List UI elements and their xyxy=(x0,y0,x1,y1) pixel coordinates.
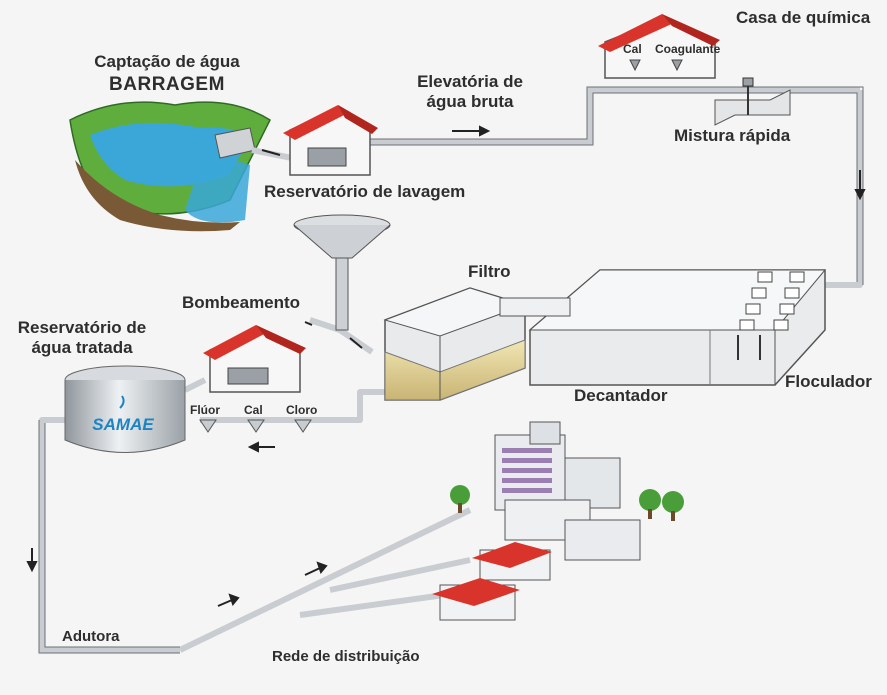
intake-label-line1: Captação de água xyxy=(94,52,240,71)
pumping-house xyxy=(203,325,306,393)
treated-reservoir-label-line2: água tratada xyxy=(31,338,133,357)
fluor-label: Flúor xyxy=(190,403,220,417)
main-pipeline-label: Adutora xyxy=(62,628,120,645)
treated-reservoir-label-line1: Reservatório de xyxy=(17,318,147,337)
svg-text:SAMAE: SAMAE xyxy=(92,415,154,434)
pumping-label: Bombeamento xyxy=(182,293,301,312)
distribution-network-label: Rede de distribuição xyxy=(272,648,420,665)
chemical-house-label: Casa de química xyxy=(736,8,871,27)
flow-arrows xyxy=(26,125,866,607)
coagulant-label: Coagulante xyxy=(655,42,721,56)
settling-flocculation-unit xyxy=(499,269,827,386)
raw-water-pump-label-line1: Elevatória de xyxy=(417,72,523,91)
cal-bottom-label: Cal xyxy=(244,403,263,417)
rapid-mix-unit xyxy=(714,77,791,126)
flocculator-label: Floculador xyxy=(785,372,872,391)
pipes xyxy=(39,87,863,653)
treated-water-tank xyxy=(64,365,186,453)
samae-logo: SAMAE xyxy=(92,395,154,434)
city-buildings xyxy=(432,421,684,621)
filter-unit xyxy=(383,287,527,401)
washing-reservoir-house xyxy=(283,105,378,176)
settling-tank-label: Decantador xyxy=(574,386,668,405)
chemical-house xyxy=(598,14,720,79)
rapid-mix-label: Mistura rápida xyxy=(674,126,791,145)
raw-water-pump-label-line2: água bruta xyxy=(426,92,514,111)
intake-label-line2: BARRAGEM xyxy=(109,74,225,95)
filter-label: Filtro xyxy=(468,262,511,281)
cloro-label: Cloro xyxy=(286,403,318,417)
cal-top-label: Cal xyxy=(623,42,642,56)
dosing-funnels xyxy=(199,419,312,433)
water-tower xyxy=(293,214,391,331)
dam-illustration xyxy=(69,101,271,232)
washing-reservoir-label: Reservatório de lavagem xyxy=(264,182,466,201)
pipe-outlines xyxy=(38,86,864,654)
